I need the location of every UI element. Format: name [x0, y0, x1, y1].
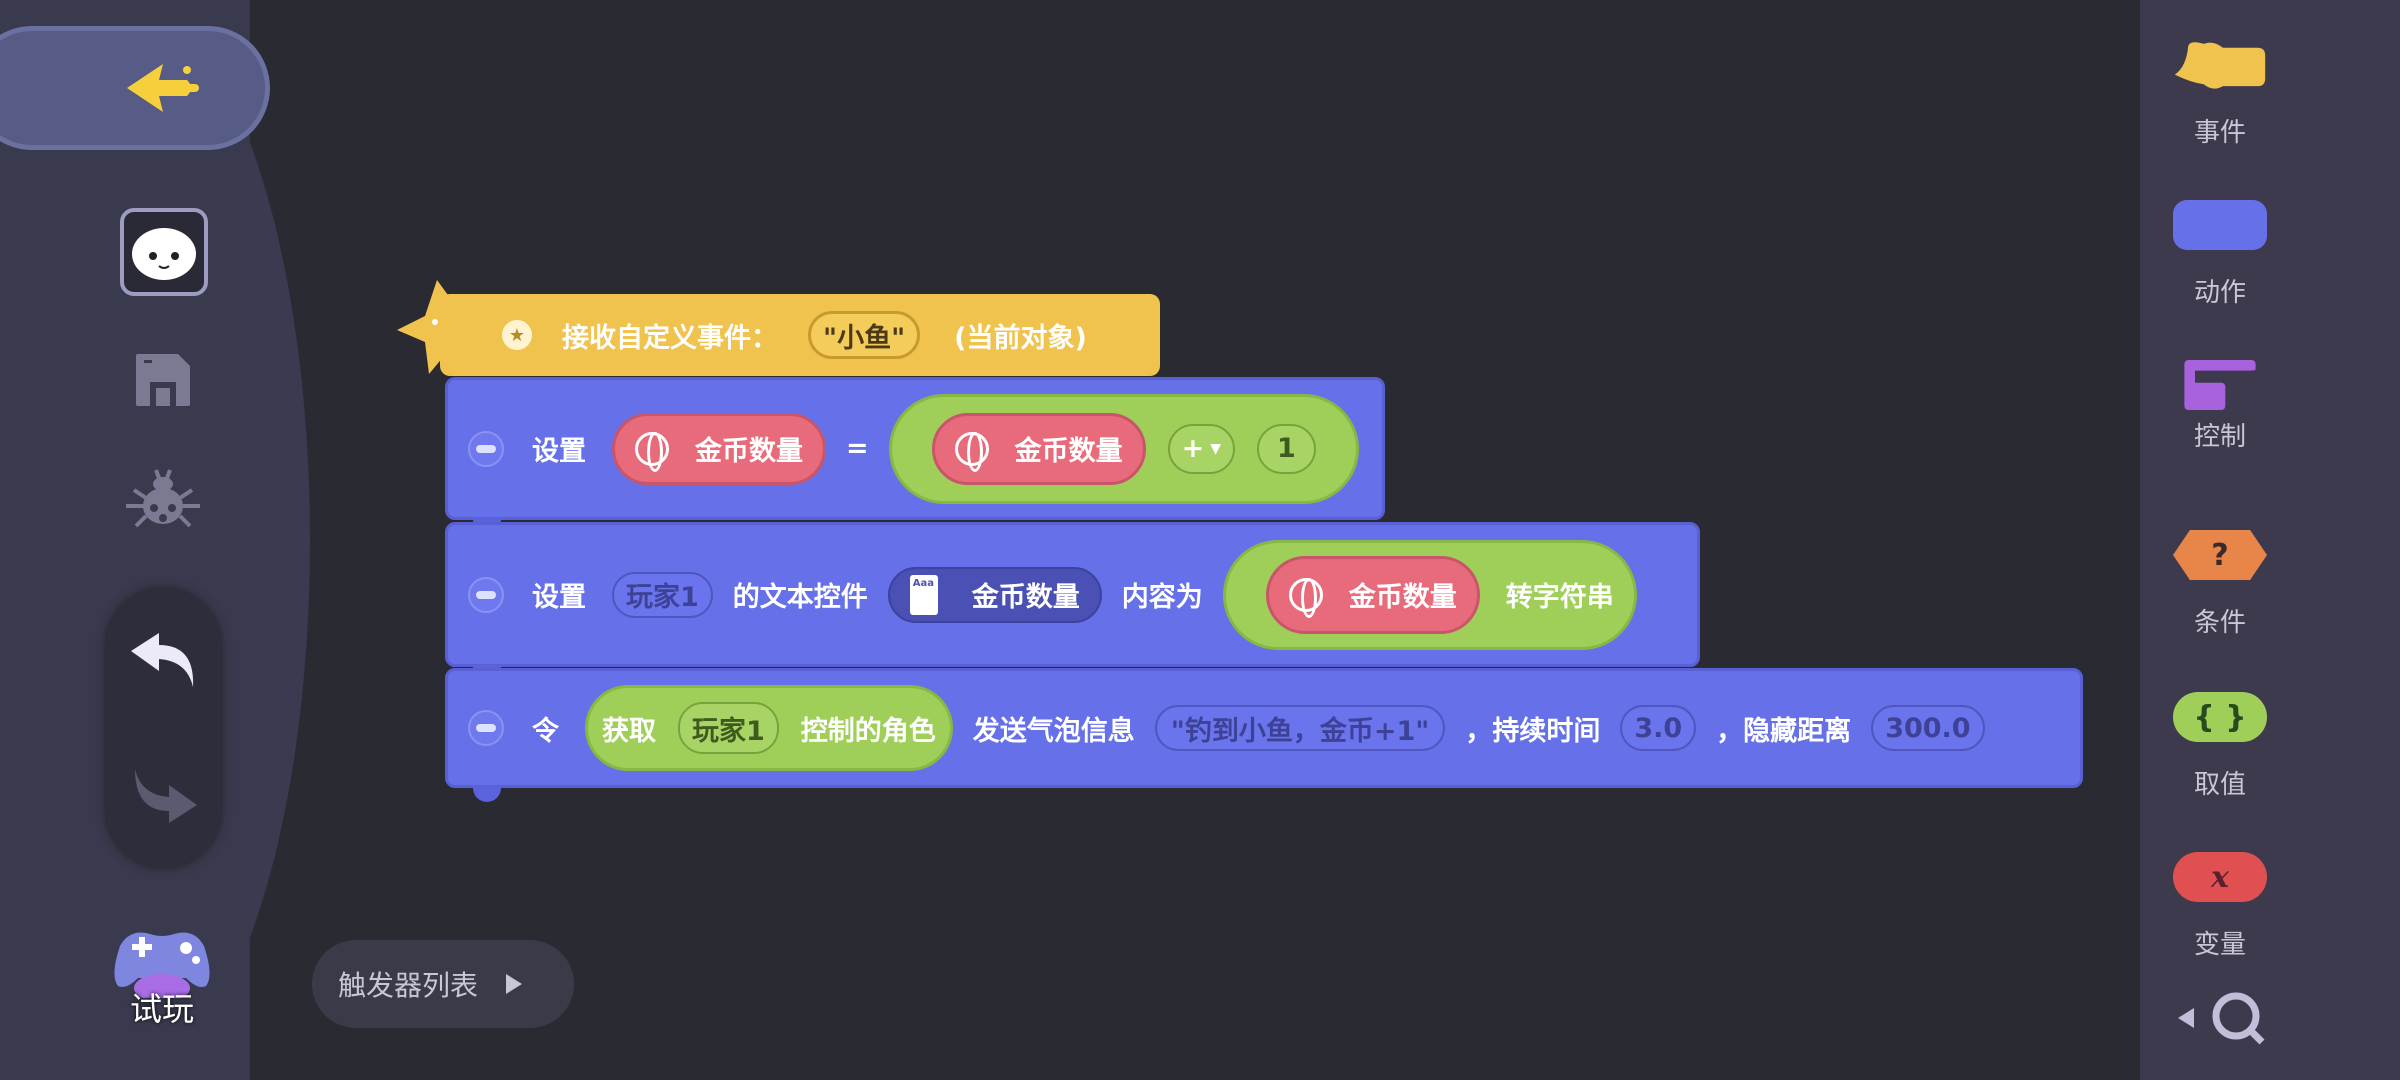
duration-label: ，持续时间	[1465, 715, 1601, 747]
control-shape-icon	[2184, 360, 2256, 410]
category-conditions[interactable]: ? 条件	[2172, 530, 2268, 639]
undo-button[interactable]	[128, 630, 200, 696]
play-test-label: 试玩	[129, 990, 194, 1028]
back-button[interactable]	[0, 26, 270, 150]
avatar-icon	[132, 228, 196, 280]
math-expression[interactable]: 金币数量 +▼ 1	[888, 393, 1359, 504]
variable-pill[interactable]: 金币数量	[931, 412, 1146, 485]
variable-pill[interactable]: 金币数量	[612, 412, 826, 485]
minus-icon	[476, 444, 496, 453]
block-connector	[473, 786, 501, 802]
to-string-expression[interactable]: 金币数量 转字符串	[1222, 539, 1637, 650]
category-values[interactable]: { } 取值	[2172, 692, 2268, 801]
category-events[interactable]: 事件	[2172, 40, 2268, 149]
play-triangle-icon	[506, 974, 523, 994]
content-label: 内容为	[1121, 582, 1203, 613]
operator-value: +	[1181, 433, 1205, 464]
text-widget-label: 的文本控件	[732, 582, 868, 613]
category-label: 事件	[2193, 118, 2246, 148]
redo-icon	[135, 769, 197, 823]
set-label: 设置	[532, 582, 586, 613]
send-bubble-block[interactable]: 令 获取 玩家1 控制的角色 发送气泡信息 "钓到小鱼，金币+1" ，持续时间 …	[445, 668, 2083, 788]
event-block[interactable]: ★ 接收自定义事件： "小鱼" (当前对象)	[440, 294, 1160, 376]
bug-icon	[126, 469, 200, 528]
event-label: 接收自定义事件：	[562, 322, 778, 354]
left-sidebar-inner	[0, 0, 250, 1080]
avatar-button[interactable]	[120, 208, 208, 296]
collapse-left-icon	[2178, 1008, 2194, 1028]
duration-input[interactable]: 3.0	[1620, 705, 1697, 751]
minus-icon	[476, 590, 496, 599]
category-actions[interactable]: 动作	[2172, 200, 2268, 309]
category-variables[interactable]: x 变量	[2172, 852, 2268, 961]
play-test-button[interactable]: 试玩	[108, 918, 216, 1038]
variable-name: 金币数量	[1014, 436, 1123, 467]
value-shape-icon: { }	[2173, 692, 2267, 742]
equals-label: =	[846, 433, 869, 464]
to-string-label: 转字符串	[1505, 582, 1614, 613]
event-name-input[interactable]: "小鱼"	[808, 311, 921, 359]
debug-button[interactable]	[126, 465, 200, 535]
widget-name: 金币数量	[971, 582, 1080, 613]
player-dropdown[interactable]: 玩家1	[678, 702, 779, 754]
variable-shape-icon: x	[2173, 852, 2267, 902]
let-label: 令	[532, 715, 559, 747]
global-variable-icon	[954, 431, 989, 472]
back-arrow-icon	[127, 64, 199, 112]
undo-icon	[131, 633, 194, 687]
number-input[interactable]: 1	[1257, 423, 1316, 474]
redo-button[interactable]	[128, 760, 200, 826]
category-control[interactable]: 控制	[2172, 360, 2268, 453]
chevron-down-icon: ▼	[1210, 440, 1222, 457]
block-palette: 事件 动作 控制 ? 条件 { } 取值 x 变量	[2140, 0, 2400, 1080]
variable-name: 金币数量	[695, 436, 803, 467]
global-variable-icon	[635, 431, 669, 472]
trigger-list-button[interactable]: 触发器列表	[312, 940, 574, 1028]
controlled-character-label: 控制的角色	[800, 715, 936, 747]
message-input[interactable]: "钓到小鱼，金币+1"	[1154, 705, 1446, 751]
event-shape-icon	[2174, 42, 2266, 89]
global-variable-icon	[1288, 577, 1323, 618]
save-button[interactable]	[132, 350, 194, 410]
minus-icon	[476, 724, 496, 732]
collapse-toggle[interactable]	[468, 710, 504, 746]
widget-selector[interactable]: Aaa 金币数量	[887, 566, 1102, 623]
collapse-toggle[interactable]	[468, 430, 504, 467]
save-icon	[136, 354, 190, 406]
condition-shape-icon: ?	[2173, 530, 2267, 580]
send-bubble-label: 发送气泡信息	[972, 715, 1135, 747]
event-scope: (当前对象)	[954, 322, 1087, 354]
action-shape-icon	[2173, 200, 2267, 250]
category-label: 控制	[2193, 422, 2246, 452]
get-controlled-character[interactable]: 获取 玩家1 控制的角色	[585, 685, 953, 771]
category-label: 取值	[2193, 770, 2246, 800]
category-label: 变量	[2193, 930, 2246, 960]
collapse-toggle[interactable]	[468, 576, 504, 613]
category-label: 动作	[2193, 278, 2246, 308]
variable-pill[interactable]: 金币数量	[1265, 555, 1480, 634]
search-icon	[2212, 992, 2265, 1045]
get-label: 获取	[602, 715, 656, 747]
set-variable-block[interactable]: 设置 金币数量 = 金币数量 +▼ 1	[445, 377, 1385, 520]
trigger-list-label: 触发器列表	[338, 969, 479, 1002]
set-text-widget-block[interactable]: 设置 玩家1 的文本控件 Aaa 金币数量 内容为 金币数量 转字符串	[445, 522, 1700, 667]
undo-redo-group	[106, 588, 221, 868]
text-widget-icon: Aaa	[909, 574, 938, 615]
variable-name: 金币数量	[1348, 582, 1457, 613]
category-label: 条件	[2193, 608, 2246, 638]
set-label: 设置	[532, 436, 586, 467]
hide-distance-label: ，隐藏距离	[1716, 715, 1852, 747]
operator-dropdown[interactable]: +▼	[1167, 423, 1236, 474]
player-dropdown[interactable]: 玩家1	[612, 571, 713, 618]
hide-distance-input[interactable]: 300.0	[1871, 705, 1985, 751]
gamepad-icon	[114, 932, 210, 998]
search-button[interactable]	[2176, 990, 2266, 1046]
event-star-badge-icon: ★	[502, 320, 532, 350]
